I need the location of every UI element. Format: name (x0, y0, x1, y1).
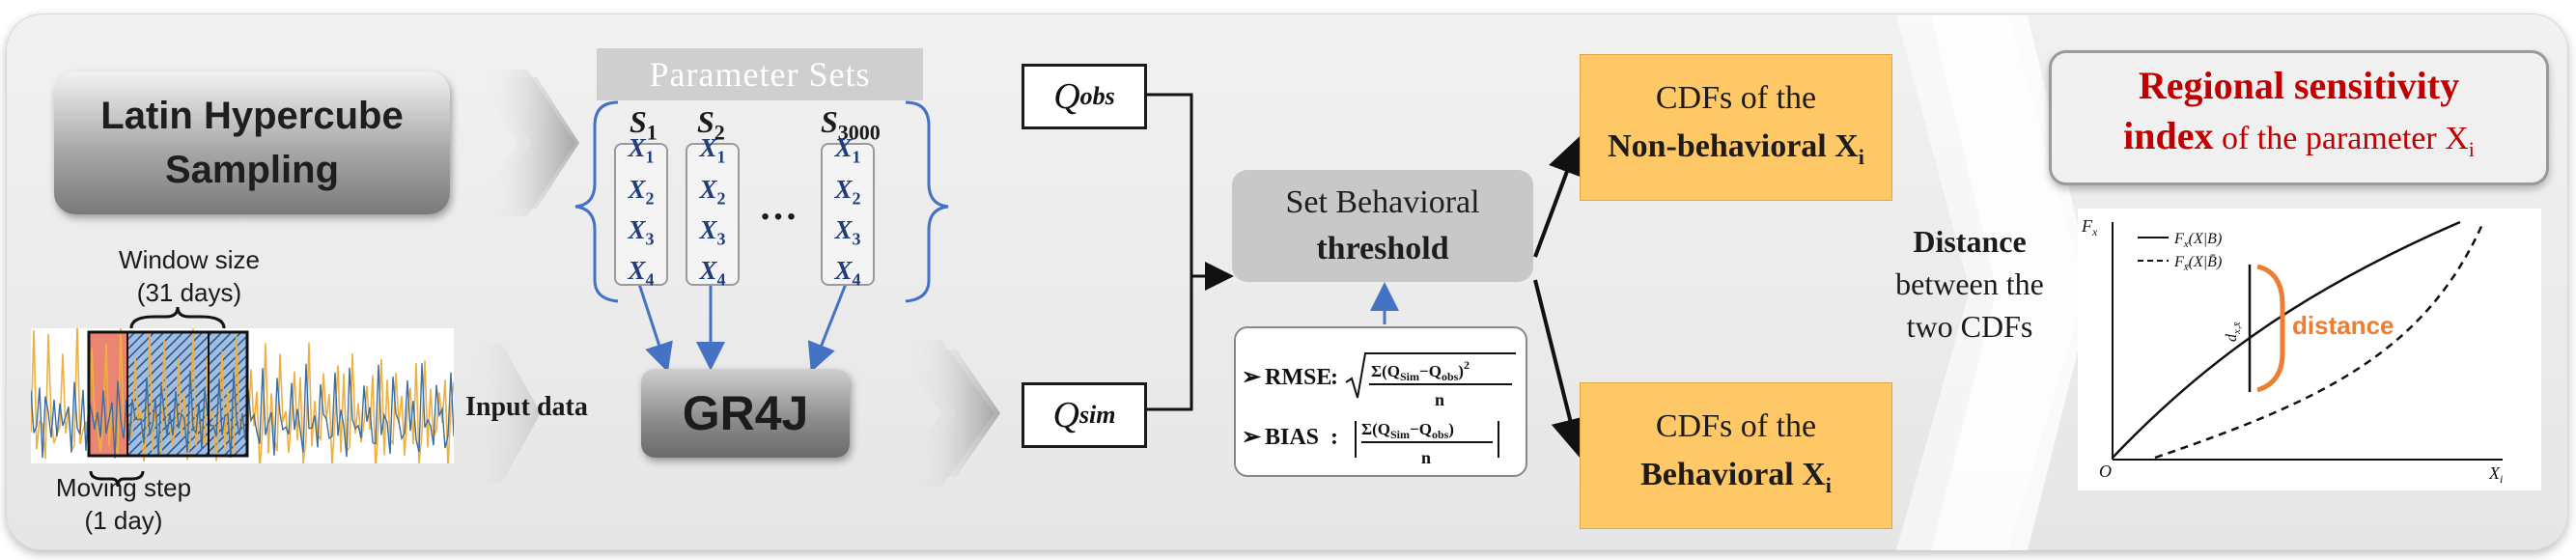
rsi-box: Regional sensitivity index of the parame… (2049, 50, 2549, 185)
window-frame (87, 330, 249, 458)
param-x2: X2 (834, 174, 861, 208)
cdf-nonbehavioral-curve (2154, 221, 2485, 460)
chevron-arrow-input (456, 344, 541, 483)
svg-text:n: n (1435, 390, 1444, 409)
lhs-box: Latin Hypercube Sampling (54, 71, 450, 214)
gr4j-model-box: GR4J (641, 369, 850, 458)
bias-label: BIAS (1265, 425, 1319, 450)
streamflow-series (31, 328, 454, 463)
rsi-line2: index of the parameter Xi (2123, 114, 2475, 161)
arrow-threshold-nonbehavioral (1533, 135, 1585, 258)
set-label-s2: S2 (697, 104, 725, 145)
param-x1: X1 (628, 133, 655, 167)
cdf-chart: Fx O Xi Fx(X|B) Fx̄(X|B̄) dx,x̄ distance (2078, 209, 2541, 490)
cdf-nonbehavioral-box: CDFs of the Non-behavioral Xi (1580, 54, 1892, 201)
legend-nonbehavioral-label: Fx̄(X|B̄) (2173, 254, 2222, 273)
right-brace (905, 100, 949, 303)
svg-text:n: n (1421, 448, 1431, 467)
behavioral-threshold-box: Set Behavioral threshold (1232, 170, 1533, 282)
param-x4: X4 (834, 256, 861, 290)
param-box-s2: X1 X2 X3 X4 (686, 133, 740, 290)
d-label: dx,x̄ (2224, 322, 2243, 342)
moving-step-label: Moving step (1 day) (55, 473, 192, 535)
set-label-s1: S1 (630, 104, 658, 145)
param-x4: X4 (628, 256, 655, 290)
metric-formulas: ➢ RMSE : Σ(QSim−Qobs)2 n ➢ BIAS : Σ(QSim… (1242, 352, 1516, 467)
bias-numerator: Σ(QSim−Qobs) (1361, 420, 1454, 441)
svg-text::: : (1330, 365, 1338, 390)
param-x2: X2 (628, 174, 655, 208)
param-box-s1: X1 X2 X3 X4 (614, 133, 668, 290)
metrics-box: ➢ RMSE : Σ(QSim−Qobs)2 n ➢ BIAS : Σ(QSim… (1234, 326, 1527, 477)
arrow-s1-gr4j (637, 283, 673, 373)
distance-label: distance (2292, 311, 2394, 340)
param-x4: X4 (699, 256, 726, 290)
param-x2: X2 (699, 174, 726, 208)
rmse-label: RMSE (1265, 365, 1331, 390)
lhs-line1: Latin Hypercube (100, 95, 404, 137)
param-x1: X1 (699, 133, 726, 167)
param-x3: X3 (699, 215, 726, 249)
bias-arrow-icon: ➢ (1242, 425, 1262, 450)
lhs-line2: Sampling (164, 149, 340, 191)
svg-text::: : (1330, 425, 1338, 450)
arrow-threshold-behavioral (1533, 279, 1589, 458)
legend-behavioral-label: Fx(X|B) (2173, 231, 2222, 250)
distance-between-cdfs-text: Distance between the two CDFs (1895, 224, 2044, 344)
ellipsis: … (759, 184, 798, 228)
set-label-s3000: S3000 (821, 104, 881, 145)
parameter-sets-title: Parameter Sets (597, 48, 923, 100)
cdf-behavioral-box: CDFs of the Behavioral Xi (1580, 382, 1892, 529)
x-axis-label: Xi (2488, 463, 2503, 486)
threshold-line1: Set Behavioral (1285, 184, 1480, 220)
arrow-s3000-gr4j (807, 283, 848, 373)
origin-label: O (2099, 462, 2112, 481)
rsi-line1: Regional sensitivity (2138, 64, 2460, 108)
rmse-arrow-icon: ➢ (1242, 365, 1262, 390)
threshold-line2: threshold (1316, 231, 1449, 266)
param-x3: X3 (628, 215, 655, 249)
input-data-label: Input data (465, 392, 588, 422)
chevron-arrow-gr4j (888, 340, 1000, 487)
param-box-s3000: X1 X2 X3 X4 (821, 133, 875, 290)
left-brace (574, 100, 619, 303)
line-qobs (1141, 93, 1193, 276)
rmse-numerator: Σ(QSim−Qobs)2 (1371, 358, 1470, 383)
window-braces (89, 307, 226, 488)
window-size-label: Window size (31 days) (119, 245, 260, 307)
distance-bracket (2256, 264, 2285, 393)
param-x3: X3 (834, 215, 861, 249)
cdf-behavioral-curve (2112, 220, 2461, 459)
chevron-arrow-lhs (469, 70, 579, 216)
param-x1: X1 (834, 133, 861, 167)
line-qsim (1141, 276, 1193, 411)
y-axis-label: Fx (2081, 216, 2098, 238)
